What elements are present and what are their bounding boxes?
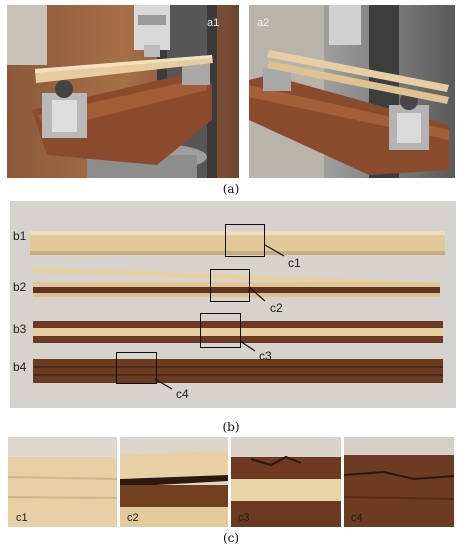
photo-label-a2: a2: [257, 17, 270, 29]
detail-box-c1: [225, 224, 265, 257]
photo-a1: [7, 5, 239, 178]
caption-a: (a): [222, 182, 240, 196]
callout-label-c1: c1: [288, 256, 301, 270]
detail-box-c4: [116, 352, 157, 384]
callout-label-c3: c3: [259, 349, 272, 363]
photo-b: [10, 201, 456, 408]
detail-tile-c1: [8, 437, 117, 527]
caption-c: (c): [222, 531, 240, 545]
strip-label-b3: b3: [13, 322, 27, 336]
detail-box-c3: [200, 313, 241, 348]
detail-label-c1: c1: [16, 512, 28, 524]
detail-box-c2: [210, 269, 250, 302]
detail-tile-c2: [120, 437, 228, 527]
detail-label-c3: c3: [238, 512, 250, 524]
bending-test-failure-image: [249, 5, 455, 178]
photo-label-a1: a1: [207, 17, 220, 29]
detail-label-c4: c4: [351, 512, 363, 524]
bending-test-setup-image: [7, 5, 239, 178]
detail-tile-c4: [344, 437, 454, 527]
callout-label-c4: c4: [176, 387, 189, 401]
strip-label-b1: b1: [13, 229, 27, 243]
photo-a2: [249, 5, 455, 178]
specimen-strips-image: [10, 201, 456, 408]
callout-label-c2: c2: [270, 301, 283, 315]
detail-label-c2: c2: [127, 512, 139, 524]
strip-label-b4: b4: [13, 360, 27, 374]
strip-label-b2: b2: [13, 280, 27, 294]
caption-b: (b): [222, 420, 240, 434]
detail-tile-c3: [231, 437, 341, 527]
